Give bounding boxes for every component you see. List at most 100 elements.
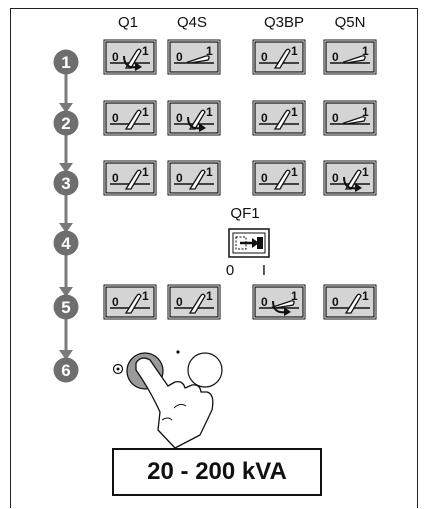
- switch-lever: [273, 109, 291, 130]
- rotation-arrowhead: [135, 62, 142, 71]
- switch-body: [325, 162, 375, 194]
- step-circle: [53, 357, 79, 383]
- switch-mark-1: 1: [291, 165, 298, 179]
- switch-mark-1: 1: [142, 105, 149, 119]
- switch-mark-0: 0: [332, 111, 339, 125]
- switch-outer-frame: [103, 284, 157, 320]
- switch-lever: [188, 109, 206, 130]
- step-number: 1: [61, 53, 70, 72]
- switch-outer-frame: [252, 284, 306, 320]
- switch-outer-frame: [167, 160, 221, 196]
- qf1-position-0: 0: [225, 262, 235, 279]
- switch-lever: [124, 169, 142, 190]
- switch-body: [169, 41, 219, 73]
- switch-mark-0: 0: [332, 171, 339, 185]
- step-arrowhead: [59, 350, 73, 360]
- step-number: 5: [61, 298, 70, 317]
- switch-flat-handle: [186, 55, 210, 64]
- switch-mark-1: 1: [206, 105, 213, 119]
- switch-outer-frame: [252, 100, 306, 136]
- step-number: 2: [61, 114, 70, 133]
- switch-mark-1: 1: [291, 289, 298, 303]
- switch-mark-0: 0: [112, 295, 119, 309]
- step-circle: [53, 110, 79, 136]
- switch-mark-1: 1: [362, 105, 369, 119]
- switch-outer-frame: [103, 100, 157, 136]
- rotation-arrowhead: [355, 183, 362, 192]
- switch-flat-handle: [342, 55, 366, 64]
- switch-lever: [124, 293, 142, 314]
- switch-mark-1: 1: [362, 289, 369, 303]
- switch-mark-0: 0: [112, 111, 119, 125]
- switch-lever: [188, 169, 206, 190]
- step-arrowhead: [59, 163, 73, 173]
- step-arrowhead: [59, 103, 73, 113]
- switch-mark-0: 0: [176, 171, 183, 185]
- qf1-position-1: I: [261, 262, 267, 279]
- switch-mark-1: 1: [142, 165, 149, 179]
- switch-outer-frame: [167, 39, 221, 75]
- switch-lever: [124, 48, 142, 69]
- off-indicator-dot: [116, 367, 120, 371]
- step-arrowhead: [59, 223, 73, 233]
- rotation-arrow: [343, 176, 358, 190]
- switch-lever: [124, 109, 142, 130]
- hand-knuckle-line: [173, 403, 187, 409]
- switch-mark-1: 1: [142, 44, 149, 58]
- step-circle: [53, 294, 79, 320]
- switch-lever: [273, 169, 291, 190]
- switch-outer-frame: [252, 160, 306, 196]
- switch-mark-0: 0: [176, 50, 183, 64]
- step-number: 4: [61, 234, 71, 253]
- switch-body: [105, 102, 155, 134]
- switch-outer-frame: [167, 100, 221, 136]
- switch-outer-frame: [252, 39, 306, 75]
- rating-text: 20 - 200 kVA: [147, 458, 287, 485]
- rotation-arrow: [272, 300, 287, 314]
- qf1-arrow-head: [252, 238, 259, 248]
- rotation-arrow: [123, 55, 138, 69]
- switch-outer-frame: [167, 284, 221, 320]
- hand: [135, 357, 214, 449]
- switch-mark-1: 1: [142, 289, 149, 303]
- switch-mark-1: 1: [206, 289, 213, 303]
- switch-mark-0: 0: [332, 50, 339, 64]
- switch-mark-0: 0: [261, 50, 268, 64]
- switch-flat-handle: [271, 300, 295, 309]
- column-label-q1: Q1: [117, 14, 138, 31]
- switch-lever: [344, 169, 362, 190]
- switch-body: [325, 41, 375, 73]
- switch-body: [325, 102, 375, 134]
- switch-outer-frame: [103, 39, 157, 75]
- diagram-frame: [10, 8, 418, 508]
- qf1-label: QF1: [230, 205, 260, 222]
- switch-outer-frame: [323, 39, 377, 75]
- switch-mark-0: 0: [261, 171, 268, 185]
- rating-box: 20 - 200 kVA: [112, 448, 322, 496]
- switch-mark-1: 1: [291, 44, 298, 58]
- step-circle: [53, 230, 79, 256]
- switch-outer-frame: [323, 284, 377, 320]
- switch-mark-0: 0: [112, 50, 119, 64]
- step-arrowhead: [59, 287, 73, 297]
- switch-mark-0: 0: [176, 111, 183, 125]
- switch-mark-0: 0: [112, 171, 119, 185]
- switch-outer-frame: [323, 160, 377, 196]
- switch-mark-1: 1: [291, 105, 298, 119]
- step-circle: [53, 170, 79, 196]
- qf1-breaker: [228, 228, 270, 258]
